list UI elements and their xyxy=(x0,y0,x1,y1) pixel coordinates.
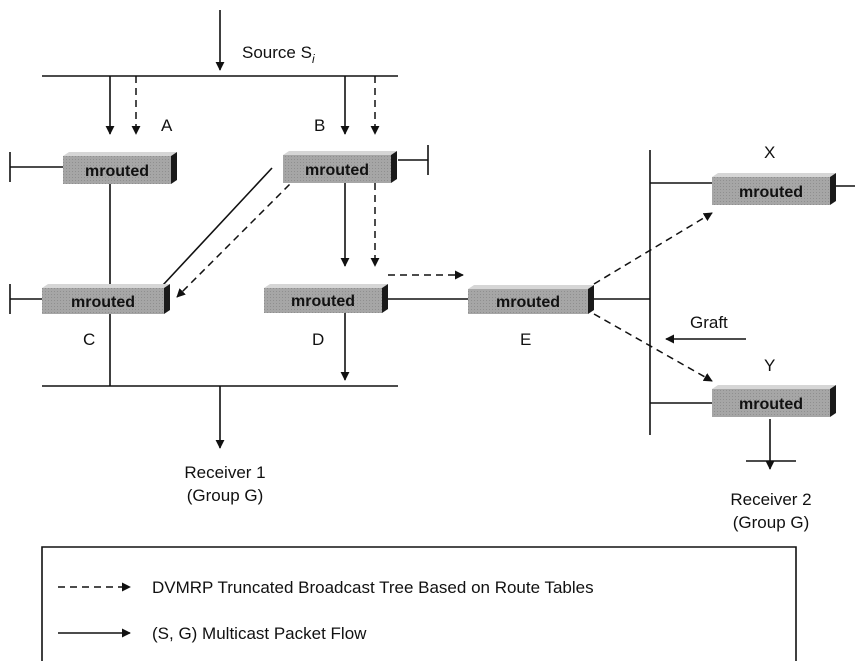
label-a: A xyxy=(161,116,173,135)
router-e: mrouted xyxy=(468,285,594,314)
router-side xyxy=(830,385,836,417)
router-face xyxy=(42,288,164,314)
receiver1-line2: (Group G) xyxy=(187,486,264,505)
router-face xyxy=(712,389,830,417)
router-side xyxy=(164,284,170,314)
solid-flow-arrows xyxy=(105,10,775,470)
graft-label: Graft xyxy=(690,313,728,332)
router-face xyxy=(712,177,830,205)
router-face xyxy=(264,288,382,313)
line-b-to-c xyxy=(162,167,273,286)
router-c-text: mrouted xyxy=(71,294,135,311)
dashed-b-to-c xyxy=(176,175,299,298)
receiver1-line1: Receiver 1 xyxy=(184,463,265,482)
router-a: mrouted xyxy=(63,152,177,184)
router-e-text: mrouted xyxy=(496,294,560,311)
router-top xyxy=(283,151,397,155)
legend-solid-label: (S, G) Multicast Packet Flow xyxy=(152,624,367,643)
source-label: Source Si xyxy=(242,43,315,66)
router-top xyxy=(42,284,170,288)
router-side xyxy=(830,173,836,205)
router-b-text: mrouted xyxy=(305,162,369,179)
legend-dashed-label: DVMRP Truncated Broadcast Tree Based on … xyxy=(152,578,594,597)
legend-border xyxy=(41,546,797,661)
label-y: Y xyxy=(764,356,775,375)
router-side xyxy=(382,284,388,313)
router-face xyxy=(283,155,391,183)
receiver2-line2: (Group G) xyxy=(733,513,810,532)
network-segments xyxy=(9,75,855,462)
dashed-tree-arrows xyxy=(131,76,713,382)
dashed-e-to-x xyxy=(593,212,713,285)
router-x-text: mrouted xyxy=(739,184,803,201)
label-x: X xyxy=(764,143,775,162)
router-b: mrouted xyxy=(283,151,397,183)
router-side xyxy=(171,152,177,184)
label-d: D xyxy=(312,330,324,349)
receiver2-line1: Receiver 2 xyxy=(730,490,811,509)
label-c: C xyxy=(83,330,95,349)
router-d: mrouted xyxy=(264,284,388,313)
router-d-text: mrouted xyxy=(291,293,355,310)
label-e: E xyxy=(520,330,531,349)
router-top xyxy=(712,173,836,177)
router-top xyxy=(712,385,836,389)
label-b: B xyxy=(314,116,325,135)
router-x: mrouted xyxy=(712,173,836,205)
router-top xyxy=(264,284,388,288)
router-face xyxy=(468,289,588,314)
router-top xyxy=(468,285,594,289)
router-side xyxy=(588,285,594,314)
router-c: mrouted xyxy=(42,284,170,314)
router-top xyxy=(63,152,177,156)
router-side xyxy=(391,151,397,183)
router-a-text: mrouted xyxy=(85,163,149,180)
router-y: mrouted xyxy=(712,385,836,417)
router-y-text: mrouted xyxy=(739,396,803,413)
legend: DVMRP Truncated Broadcast Tree Based on … xyxy=(41,546,797,661)
router-face xyxy=(63,156,171,184)
dashed-e-to-y xyxy=(593,313,713,382)
